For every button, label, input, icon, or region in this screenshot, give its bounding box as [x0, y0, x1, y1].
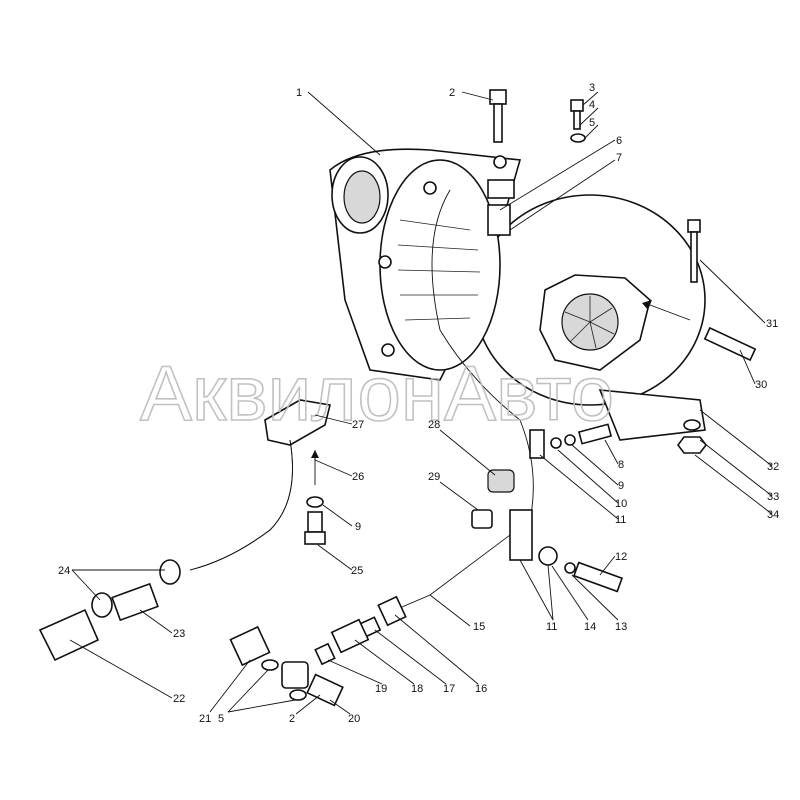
label-26: 26 — [352, 471, 364, 483]
label-22: 22 — [173, 693, 185, 705]
label-15: 15 — [473, 621, 485, 633]
label-18: 18 — [411, 683, 423, 695]
label-21: 21 — [199, 713, 211, 725]
label-5: 5 — [589, 117, 595, 129]
label-4: 4 — [589, 99, 595, 111]
label-31: 31 — [766, 318, 778, 330]
label-23: 23 — [173, 628, 185, 640]
compressor-housing — [329, 148, 522, 381]
label-14: 14 — [584, 621, 596, 633]
label-28: 28 — [428, 419, 440, 431]
label-12: 12 — [615, 551, 627, 563]
label-11-clamp: 11 — [546, 621, 557, 633]
label-17: 17 — [443, 683, 455, 695]
turbine-housing — [474, 194, 706, 441]
label-34: 34 — [767, 509, 779, 521]
label-6: 6 — [616, 135, 622, 147]
label-9-flange: 9 — [355, 521, 361, 533]
label-25: 25 — [351, 565, 363, 577]
watermark: АквилонАвто — [140, 349, 614, 437]
label-2-lower: 2 — [289, 713, 295, 725]
label-8: 8 — [618, 459, 624, 471]
label-33: 33 — [767, 491, 779, 503]
label-7: 7 — [616, 152, 622, 164]
label-3: 3 — [589, 82, 595, 94]
label-20: 20 — [348, 713, 360, 725]
label-27: 27 — [352, 419, 364, 431]
label-30: 30 — [755, 379, 767, 391]
label-19: 19 — [375, 683, 387, 695]
label-5-lower: 5 — [218, 713, 224, 725]
label-16: 16 — [475, 683, 487, 695]
callout-labels: 1 2 3 4 5 6 7 31 30 27 28 26 8 9 10 11 3… — [58, 82, 779, 725]
label-29: 29 — [428, 471, 440, 483]
label-9: 9 — [618, 480, 624, 492]
leader-lines — [69, 91, 773, 715]
bolt-2 — [489, 89, 507, 143]
label-24: 24 — [58, 565, 70, 577]
label-11: 11 — [615, 514, 626, 526]
label-2: 2 — [449, 87, 455, 99]
label-10: 10 — [615, 498, 627, 510]
label-13: 13 — [615, 621, 627, 633]
label-32: 32 — [767, 461, 779, 473]
label-1: 1 — [296, 87, 302, 99]
